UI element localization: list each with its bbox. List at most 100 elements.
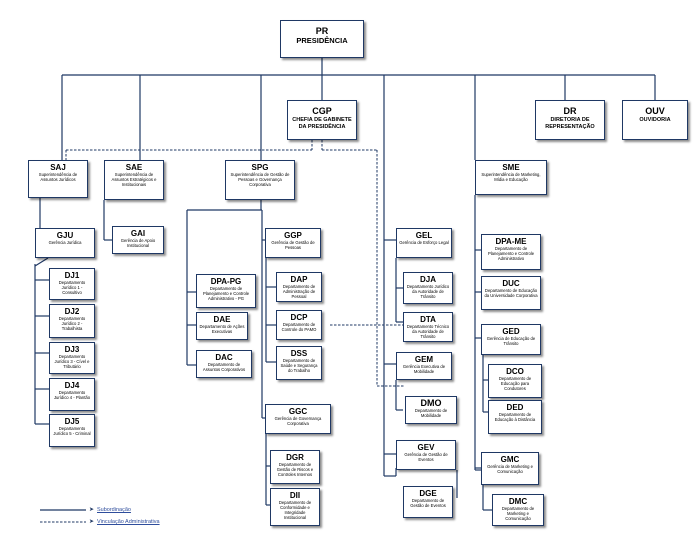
legend-solid-arrow-icon: ➤: [89, 507, 95, 513]
box-gai[interactable]: GAI Gerência de Apoio Institucional: [112, 226, 164, 254]
label: Gerência Jurídica: [48, 240, 82, 245]
code: DJ3: [64, 345, 80, 354]
box-dmc[interactable]: DMC Departamento de Marketing e Comunica…: [492, 494, 544, 526]
box-saj[interactable]: SAJ Superintendência de Assuntos Jurídic…: [28, 160, 88, 198]
box-dj4[interactable]: DJ4 Departamento Jurídico 4 - Plantão: [49, 378, 95, 411]
box-spg[interactable]: SPG Superintendência de Gestão de Pessoa…: [225, 160, 295, 200]
box-dac[interactable]: DAC Departamento de Assuntos Corporativo…: [196, 350, 252, 378]
code: GEM: [414, 355, 434, 364]
label: Departamento de Administração de Pessoal: [282, 284, 316, 299]
box-dj1[interactable]: DJ1 Departamento Jurídico 1 - Consultivo: [49, 268, 95, 300]
code: DMC: [508, 497, 528, 506]
code: OUV: [645, 106, 665, 116]
code: DJ4: [64, 381, 80, 390]
box-gev[interactable]: GEV Gerência de Gestão de Eventos: [396, 440, 456, 470]
code: DSS: [290, 349, 308, 358]
code: CGP: [312, 106, 332, 116]
box-duc[interactable]: DUC Departamento de Educação da Universi…: [481, 276, 541, 310]
label: Departamento de Gestão de Riscos e Contr…: [276, 462, 314, 477]
box-gju[interactable]: GJU Gerência Jurídica: [35, 228, 95, 258]
legend-administrative-link: Vinculação Administrativa: [97, 519, 160, 525]
label: Departamento de Controle do PAMO: [281, 322, 317, 332]
code: SME: [502, 163, 520, 172]
label: Departamento de Saúde e Segurança do Tra…: [280, 358, 318, 373]
legend-dashed-arrow-icon: ➤: [89, 519, 95, 525]
code: GAI: [130, 229, 146, 238]
label: Departamento de Marketing e Comunicação: [501, 506, 535, 521]
label: Departamento Jurídico 1 - Consultivo: [58, 280, 86, 295]
box-dmo[interactable]: DMO Departamento de Mobilidade: [405, 396, 457, 424]
box-dj3[interactable]: DJ3 Departamento Jurídico 3 - Cível e Tr…: [49, 342, 95, 374]
label: Gerência de Esforço Legal: [399, 240, 449, 245]
box-dss[interactable]: DSS Departamento de Saúde e Segurança do…: [276, 346, 322, 380]
label: Departamento de Assuntos Corporativos: [202, 362, 246, 372]
label: Gerência de Educação de Trânsito: [486, 336, 536, 346]
label: Departamento Jurídico 2 - Trabalhista: [58, 316, 86, 331]
box-cgp[interactable]: CGP CHEFIA DE GABINETE DA PRESIDÊNCIA: [287, 100, 357, 140]
label: Gerência de Governança Corporativa: [274, 416, 322, 426]
label: Departamento Jurídico da Autoridade de T…: [406, 284, 450, 299]
label: CHEFIA DE GABINETE DA PRESIDÊNCIA: [292, 117, 352, 130]
legend-subordination: Subordinação: [97, 507, 131, 513]
code: DPA-PG: [210, 277, 242, 286]
code: DJ5: [64, 417, 80, 426]
label: Superintendência de Marketing, Mídia e E…: [481, 172, 541, 182]
box-dpa-me[interactable]: DPA-ME Departamento de Planejamento e Co…: [481, 234, 541, 270]
code: DJA: [419, 275, 436, 284]
box-dj2[interactable]: DJ2 Departamento Jurídico 2 - Trabalhist…: [49, 304, 95, 338]
code: DMO: [420, 398, 442, 408]
label: Gerência de Apoio Institucional: [120, 238, 156, 248]
label: Departamento de Educação para Condutores: [498, 376, 532, 391]
code: DPA-ME: [495, 237, 527, 246]
label: Gerência de Gestão de Eventos: [404, 452, 448, 462]
box-dii[interactable]: DII Departamento de Conformidade e Integ…: [270, 488, 320, 526]
box-gmc[interactable]: GMC Gerência de Marketing e Comunicação: [481, 452, 539, 485]
box-dcp[interactable]: DCP Departamento de Controle do PAMO: [276, 310, 322, 340]
box-dja[interactable]: DJA Departamento Jurídico da Autoridade …: [403, 272, 453, 304]
label: Departamento Técnico da Autoridade de Tr…: [406, 324, 450, 339]
label: Departamento de Mobilidade: [414, 408, 448, 418]
code: DII: [289, 491, 301, 500]
label: PRESIDÊNCIA: [296, 36, 348, 45]
label: Departamento de Gestão de Eventos: [410, 498, 446, 508]
box-gem[interactable]: GEM Gerência Executiva de Mobilidade: [396, 352, 452, 380]
label: Departamento de Ações Executivas: [199, 324, 245, 334]
code: GEL: [415, 231, 433, 240]
box-dge[interactable]: DGE Departamento de Gestão de Eventos: [403, 486, 453, 518]
box-pr[interactable]: PR PRESIDÊNCIA: [280, 20, 364, 58]
label: Departamento Jurídico 4 - Plantão: [53, 390, 91, 400]
code: GEV: [417, 443, 435, 452]
code: DGE: [419, 489, 437, 498]
label: Departamento Jurídico 5 - Criminal: [53, 426, 91, 436]
label: Superintendência de Assuntos Estratégico…: [111, 172, 157, 187]
label: Superintendência de Assuntos Jurídicos: [38, 172, 78, 182]
box-ggp[interactable]: GGP Gerência de Gestão de Pessoas: [265, 228, 321, 258]
label: Superintendência de Gestão de Pessoas e …: [230, 172, 290, 187]
box-dj5[interactable]: DJ5 Departamento Jurídico 5 - Criminal: [49, 414, 95, 447]
code: DJ2: [64, 307, 80, 316]
code: DAC: [215, 353, 233, 362]
code: DR: [563, 106, 577, 116]
box-dae[interactable]: DAE Departamento de Ações Executivas: [196, 312, 248, 340]
box-gel[interactable]: GEL Gerência de Esforço Legal: [396, 228, 452, 258]
box-ggc[interactable]: GGC Gerência de Governança Corporativa: [265, 404, 331, 434]
box-dpa-pg[interactable]: DPA-PG Departamento de Planejamento e Co…: [196, 274, 256, 308]
label: Departamento de Conformidade e Integrida…: [278, 500, 312, 520]
code: DAE: [213, 315, 231, 324]
code: GED: [502, 327, 520, 336]
box-ged[interactable]: GED Gerência de Educação de Trânsito: [481, 324, 541, 355]
box-sae[interactable]: SAE Superintendência de Assuntos Estraté…: [104, 160, 164, 200]
box-dr[interactable]: DR DIRETORIA DE REPRESENTAÇÃO: [535, 100, 605, 140]
code: GJU: [56, 231, 74, 240]
label: Departamento de Planejamento e Controle …: [202, 286, 250, 301]
code: GMC: [500, 455, 520, 464]
box-ouv[interactable]: OUV OUVIDORIA: [622, 100, 688, 140]
code: DED: [506, 403, 524, 412]
box-dap[interactable]: DAP Departamento de Administração de Pes…: [276, 272, 322, 302]
box-sme[interactable]: SME Superintendência de Marketing, Mídia…: [475, 160, 547, 195]
administrative-link-lines: [65, 140, 405, 387]
box-ded[interactable]: DED Departamento de Educação à Distância: [488, 400, 542, 434]
box-dta[interactable]: DTA Departamento Técnico da Autoridade d…: [403, 312, 453, 342]
box-dgr[interactable]: DGR Departamento de Gestão de Riscos e C…: [270, 450, 320, 484]
box-dco[interactable]: DCO Departamento de Educação para Condut…: [488, 364, 542, 398]
